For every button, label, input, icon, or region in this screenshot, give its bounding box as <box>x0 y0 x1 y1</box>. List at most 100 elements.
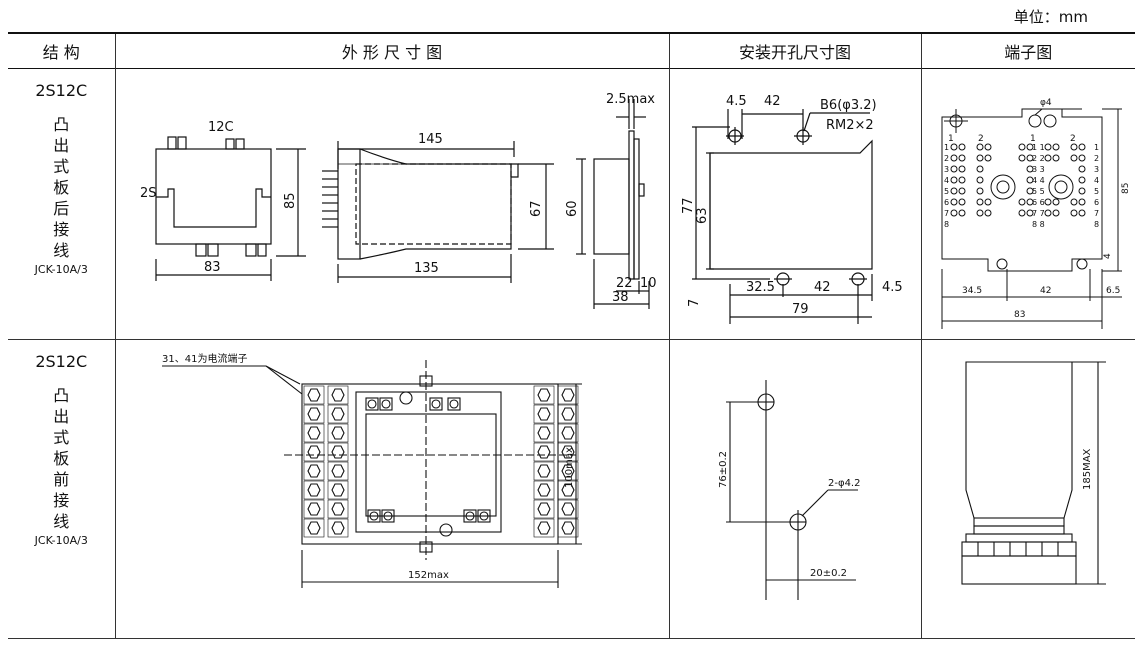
terminal-left-num: 6 <box>944 198 949 207</box>
cutout-h1: 77 <box>681 197 696 214</box>
terminal-pin <box>958 187 965 195</box>
terminal-top-num: 2 <box>978 134 984 144</box>
cutout-front-hole: 2-φ4.2 <box>828 478 860 489</box>
header-cutout: 安装开孔尺寸图 <box>668 33 921 69</box>
terminal-left-num: 3 <box>944 165 949 174</box>
cutout-drawing-cell: 76±0.2 2-φ4.2 20±0.2 <box>668 339 921 639</box>
terminal-pin <box>1078 176 1085 184</box>
front-terminal <box>327 499 348 519</box>
front-terminal <box>533 442 554 462</box>
terminal-pin <box>1052 198 1059 206</box>
front-terminal <box>303 518 324 538</box>
terminal-top-num: 2 <box>1070 134 1076 144</box>
structure-cell: 2S12C 凸出式板后接线 JCK-10A/3 <box>8 69 115 340</box>
terminal-pin <box>1078 198 1085 206</box>
terminal-pin <box>1044 143 1051 151</box>
structure-name: 2S12C <box>35 81 88 100</box>
front-terminal <box>303 461 324 481</box>
terminal-pin <box>1052 154 1059 162</box>
outline-drawing-rear: 12C 2S 85 83 <box>140 92 656 309</box>
front-terminal <box>303 442 324 462</box>
front-terminal <box>327 480 348 500</box>
terminal-pin <box>1044 209 1051 217</box>
terminal-pin <box>1070 143 1077 151</box>
edge-w3-dim: 38 <box>612 290 629 305</box>
terminal-mid-num: 2 2 <box>1032 154 1045 163</box>
structure-cell: 2S12C 凸出式板前接线 JCK-10A/3 <box>8 340 115 639</box>
front-label-side: 2S <box>140 186 157 201</box>
terminal-pin <box>950 198 957 206</box>
terminal-right-num: 5 <box>1094 187 1099 196</box>
cutout-h2: 63 <box>695 207 710 224</box>
front-terminal <box>533 480 554 500</box>
terminal-pin <box>1018 209 1025 217</box>
cutout-d3: 7 <box>687 299 702 307</box>
model-code: JCK-10A/3 <box>34 534 88 547</box>
front-height-dim: 100max <box>564 447 575 488</box>
cutout-drawing-front: 76±0.2 2-φ4.2 20±0.2 <box>718 380 860 600</box>
terminal-pin <box>1052 209 1059 217</box>
terminal-left-num: 2 <box>944 154 949 163</box>
structure-name: 2S12C <box>35 352 88 371</box>
terminal-top-num: 1 <box>948 134 954 144</box>
front-terminal <box>533 404 554 424</box>
terminal-w2: 42 <box>1040 286 1051 296</box>
front-width-dim: 152max <box>408 570 449 581</box>
mount-type: 凸出式板前接线 <box>53 386 70 531</box>
terminal-pin <box>976 154 983 162</box>
terminal-w1: 34.5 <box>962 286 982 296</box>
terminal-right-num: 8 <box>1094 220 1099 229</box>
relay-body-outline <box>964 361 1073 519</box>
edge-height-dim: 60 <box>565 200 580 217</box>
terminal-pin <box>976 176 983 184</box>
front-terminal <box>533 423 554 443</box>
current-terminal-note: 31、41为电流端子 <box>162 352 247 365</box>
terminal-mid-num: 4 4 <box>1032 176 1045 185</box>
header-structure: 结 构 <box>42 43 80 62</box>
front-terminal <box>303 404 324 424</box>
cutout-d2: 42 <box>764 94 781 109</box>
terminal-left-num: 8 <box>944 220 949 229</box>
cutout-drawing-rear: 4.5 42 B6(φ3.2) RM2×2 77 63 7 32.5 <box>681 94 903 324</box>
terminal-mid-num: 6 6 <box>1032 198 1045 207</box>
front-terminal <box>303 480 324 500</box>
small-terminal <box>364 397 379 411</box>
terminal-pin <box>1026 176 1033 184</box>
terminal-right-num: 7 <box>1094 209 1099 218</box>
terminal-phi: φ4 <box>1040 98 1052 108</box>
small-terminal <box>446 397 461 411</box>
terminal-pin <box>1078 187 1085 195</box>
terminal-pin <box>1018 198 1025 206</box>
terminal-right-num: 6 <box>1094 198 1099 207</box>
model-code: JCK-10A/3 <box>34 263 88 276</box>
terminal-right-num: 4 <box>1094 176 1099 185</box>
front-terminal <box>303 423 324 443</box>
cutout-d4: 32.5 <box>746 280 775 295</box>
cutout-outline <box>708 139 873 270</box>
terminal-h: 85 <box>1121 183 1131 194</box>
terminal-pin <box>976 143 983 151</box>
side-bottom-dim: 135 <box>414 261 439 276</box>
front-terminal <box>557 385 578 405</box>
terminal-pin <box>1018 143 1025 151</box>
edge-view-body <box>592 158 630 255</box>
front-terminal <box>327 404 348 424</box>
cutout-hole: B6(φ3.2) <box>820 98 877 113</box>
small-terminal <box>476 509 491 523</box>
row-rear-wiring: 2S12C 凸出式板后接线 JCK-10A/3 12C 2S 8 <box>8 68 1135 340</box>
terminal-pin <box>1026 165 1033 173</box>
terminal-pin <box>984 154 991 162</box>
terminal-pin <box>950 143 957 151</box>
terminal-pin <box>958 165 965 173</box>
terminal-pin <box>1078 165 1085 173</box>
terminal-pin <box>984 209 991 217</box>
cutout-d6: 4.5 <box>882 280 903 295</box>
front-terminal <box>557 404 578 424</box>
front-terminal <box>557 442 578 462</box>
terminal-mid-num: 1 1 <box>1032 143 1045 152</box>
terminal-left-num: 7 <box>944 209 949 218</box>
front-terminal <box>533 385 554 405</box>
terminal-pin <box>1044 198 1051 206</box>
